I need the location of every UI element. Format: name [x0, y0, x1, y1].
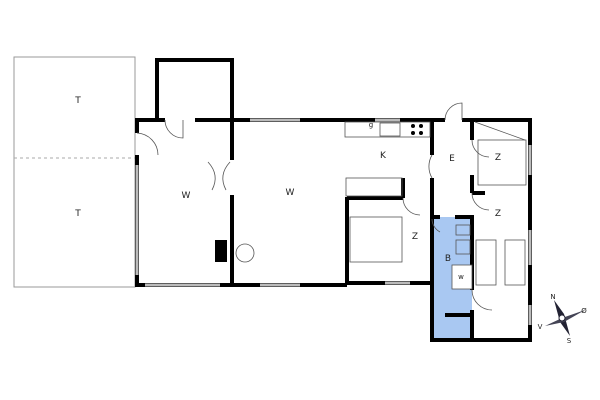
washer-label: w — [458, 273, 464, 281]
appliance-label: g — [369, 121, 373, 129]
room-label-living: W — [286, 188, 295, 198]
room-label-terrace: T — [74, 96, 81, 106]
room-label-terrace: T — [74, 209, 81, 219]
room-label-bathroom: B — [445, 254, 451, 264]
fireplace — [215, 240, 227, 262]
compass-e: Ø — [581, 307, 587, 315]
double-bed — [349, 216, 403, 263]
bed-1 — [475, 239, 497, 286]
compass-rose-icon: N Ø S V — [538, 293, 588, 345]
compass-w: V — [538, 323, 543, 331]
room-label-bedroom: Z — [495, 209, 501, 219]
door-swings — [136, 102, 493, 311]
room-label-kitchen: K — [380, 151, 387, 161]
compass-s: S — [567, 337, 572, 345]
room-label-entrance: E — [449, 154, 455, 164]
counter — [345, 177, 403, 197]
room-label-living: W — [182, 191, 191, 201]
bunk-bed — [477, 139, 527, 186]
stove — [235, 243, 255, 263]
compass-n: N — [550, 293, 555, 301]
hob-burners — [411, 124, 423, 135]
room-label-bedroom: Z — [495, 153, 501, 163]
walls — [135, 58, 532, 342]
bed-2 — [504, 239, 526, 286]
washbasin — [455, 239, 471, 255]
toilet — [455, 224, 471, 236]
terrace — [13, 56, 136, 288]
room-label-bedroom: Z — [412, 232, 418, 242]
furniture — [235, 121, 527, 290]
sink — [379, 122, 401, 137]
windows — [135, 118, 532, 325]
